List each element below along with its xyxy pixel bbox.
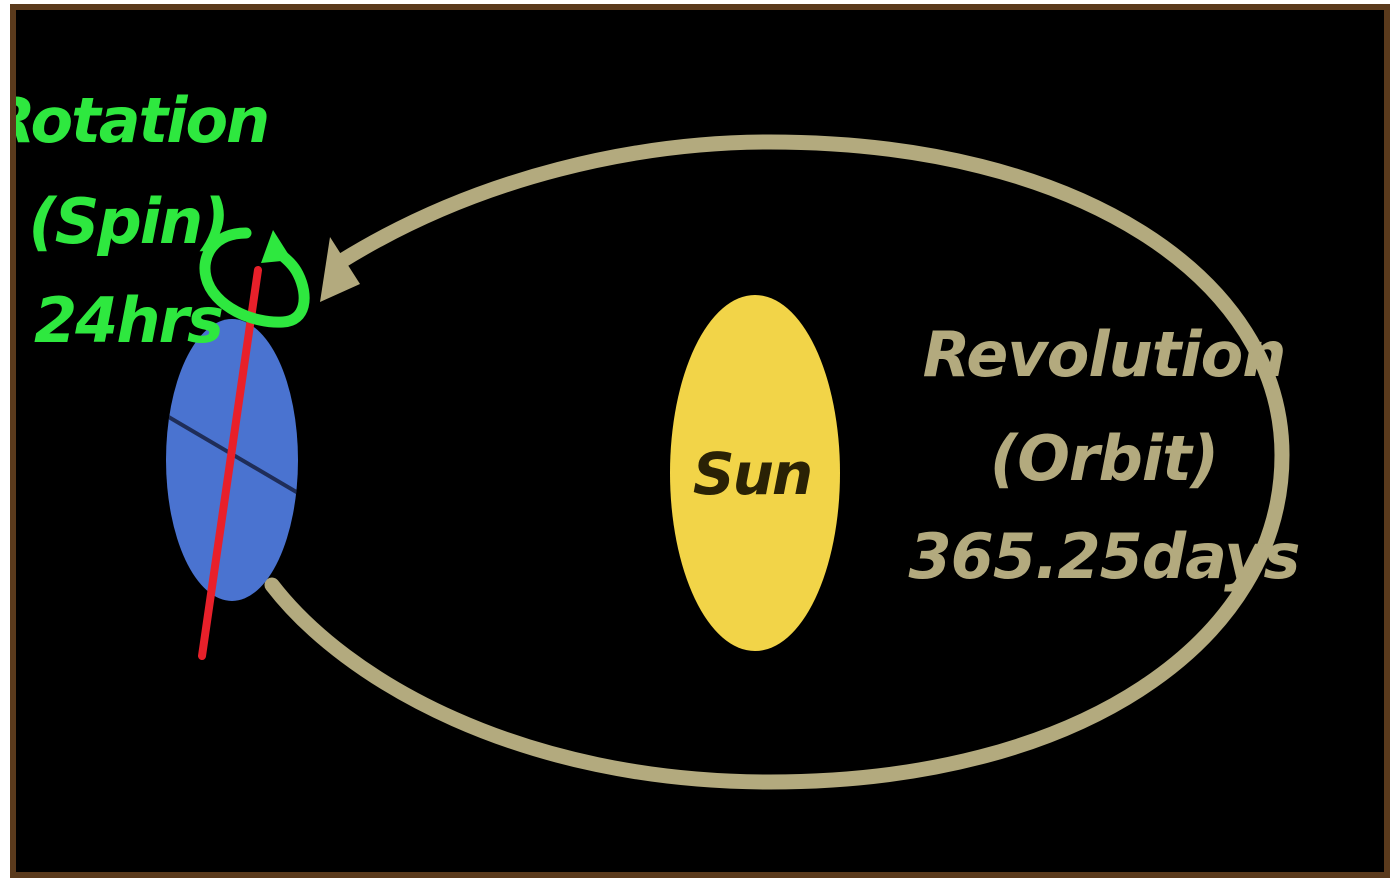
revolution-title: Revolution bbox=[923, 318, 1286, 391]
sun-label: Sun bbox=[693, 440, 811, 508]
revolution-period: 365.25days bbox=[909, 520, 1300, 593]
rotation-title: Rotation bbox=[0, 84, 268, 157]
rotation-subtitle: (Spin) bbox=[28, 185, 227, 258]
rotation-period: 24hrs bbox=[34, 284, 222, 357]
revolution-subtitle: (Orbit) bbox=[990, 422, 1218, 495]
